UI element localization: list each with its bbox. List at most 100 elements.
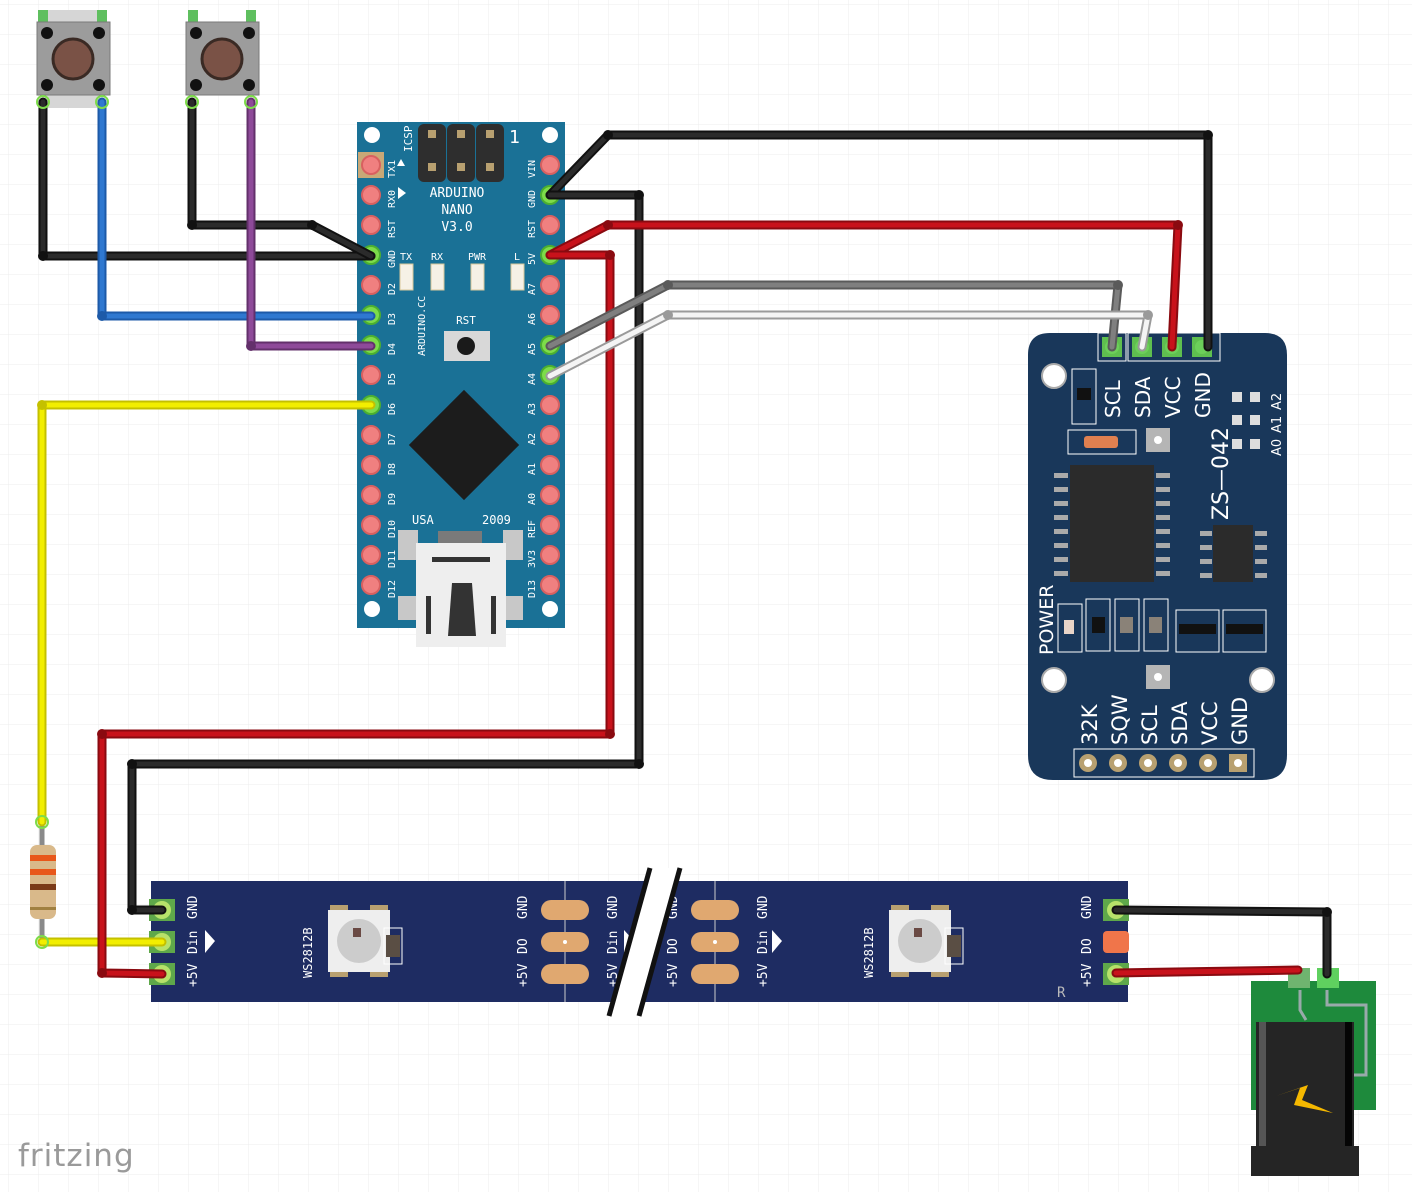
wire-endpoint[interactable]: [36, 95, 50, 109]
wire-5v-rtc[interactable]: [547, 222, 1181, 350]
nano-pin-label: D5: [387, 373, 398, 385]
nano-pin-d11[interactable]: [361, 545, 381, 565]
wire-bendpoint[interactable]: [127, 905, 137, 915]
nano-pin-a7[interactable]: [540, 275, 560, 295]
strip-do-pad: [1103, 931, 1129, 953]
nano-pin-a1[interactable]: [540, 455, 560, 475]
wire-bendpoint[interactable]: [1143, 310, 1153, 320]
nano-pin-rst[interactable]: [361, 215, 381, 235]
power-bolt-icon: [1276, 1085, 1333, 1113]
solder-pad: [541, 900, 589, 920]
nano-pin-rx0[interactable]: [361, 185, 381, 205]
wire-bendpoint[interactable]: [605, 250, 615, 260]
rtc-bottom-pin-sqw[interactable]: [1114, 759, 1122, 767]
nano-title-2: NANO: [441, 203, 472, 218]
reset-label: RST: [456, 314, 476, 327]
nano-title-3: V3.0: [441, 220, 472, 235]
nano-pin-vin[interactable]: [540, 155, 560, 175]
nano-pin-d10[interactable]: [361, 515, 381, 535]
nano-pin-d2[interactable]: [361, 275, 381, 295]
nano-pin-ref[interactable]: [540, 515, 560, 535]
nano-pin-label: GND: [527, 190, 538, 208]
mini-usb-connector[interactable]: [398, 530, 523, 647]
button-cap[interactable]: [200, 37, 244, 81]
wire-bendpoint[interactable]: [634, 759, 644, 769]
nano-pin-rst[interactable]: [540, 215, 560, 235]
nano-pin-label: GND: [387, 250, 398, 268]
wire-strip-5v-jack[interactable]: [1113, 967, 1301, 976]
nano-pin-a0[interactable]: [540, 485, 560, 505]
ws2812b-led-strip[interactable]: +5VDinGNDWS2812B+5VDOGND+5VDinGND+5VDOGN…: [149, 867, 1129, 1018]
rtc-bottom-pin-scl[interactable]: [1144, 759, 1152, 767]
rtc-bottom-pin-label: VCC: [1198, 701, 1222, 745]
wire-endpoint[interactable]: [35, 935, 49, 949]
data-direction-arrow-icon: [772, 930, 782, 953]
wire-endpoint[interactable]: [35, 815, 49, 829]
wire-bendpoint[interactable]: [663, 280, 673, 290]
nano-pin-d9[interactable]: [361, 485, 381, 505]
wire-endpoint[interactable]: [244, 95, 258, 109]
wire-bendpoint[interactable]: [246, 341, 256, 351]
rtc-address-label: A2: [1270, 393, 1285, 410]
nano-pin-d12[interactable]: [361, 575, 381, 595]
wire-bendpoint[interactable]: [1203, 130, 1213, 140]
nano-pin-3v3[interactable]: [540, 545, 560, 565]
rtc-bottom-pin-32k[interactable]: [1084, 759, 1092, 767]
wire-bendpoint[interactable]: [97, 311, 107, 321]
resistor[interactable]: [30, 822, 56, 942]
nano-pin-d7[interactable]: [361, 425, 381, 445]
nano-pin-label: D9: [387, 493, 398, 505]
strip-label-din: Din: [606, 931, 621, 954]
nano-pin-label: D11: [387, 550, 398, 568]
strip-label-gnd: GND: [1080, 895, 1095, 919]
wire-bendpoint[interactable]: [1322, 907, 1332, 917]
nano-pin-label: A1: [527, 463, 538, 475]
rtc-top-pin-label: SDA: [1131, 376, 1155, 418]
led-pwr: [470, 263, 485, 291]
reset-button[interactable]: [444, 331, 490, 361]
wire-endpoint[interactable]: [185, 95, 199, 109]
rtc-bottom-pin-vcc[interactable]: [1204, 759, 1212, 767]
nano-pin-tx1[interactable]: [361, 155, 381, 175]
wire-bendpoint[interactable]: [37, 400, 47, 410]
wire-bendpoint[interactable]: [127, 759, 137, 769]
nano-pin-d5[interactable]: [361, 365, 381, 385]
wire-bendpoint[interactable]: [97, 729, 107, 739]
wire-5v-strip[interactable]: [99, 252, 613, 977]
wire-bendpoint[interactable]: [38, 251, 48, 261]
nano-pin-d8[interactable]: [361, 455, 381, 475]
nano-pin-label: D12: [387, 580, 398, 598]
wire-bendpoint[interactable]: [663, 310, 673, 320]
country-label: USA: [412, 513, 434, 527]
wire-bendpoint[interactable]: [634, 190, 644, 200]
wire-gnd-rtc[interactable]: [547, 132, 1211, 350]
nano-pin-d13[interactable]: [540, 575, 560, 595]
pushbutton-1[interactable]: [36, 10, 111, 108]
wire-bendpoint[interactable]: [1173, 220, 1183, 230]
wire-bendpoint[interactable]: [603, 220, 613, 230]
wire-bendpoint[interactable]: [187, 220, 197, 230]
wire-bendpoint[interactable]: [605, 729, 615, 739]
wire-bendpoint[interactable]: [307, 220, 317, 230]
rtc-address-label: A0: [1270, 439, 1285, 456]
dc-barrel-jack[interactable]: [1251, 968, 1376, 1176]
icsp-header: [418, 124, 504, 182]
wire-bendpoint[interactable]: [603, 130, 613, 140]
rtc-bottom-pin-gnd[interactable]: [1234, 759, 1242, 767]
nano-pin-a3[interactable]: [540, 395, 560, 415]
button-cap[interactable]: [51, 37, 95, 81]
wire-a4-sda[interactable]: [547, 312, 1151, 379]
wire-bendpoint[interactable]: [1113, 280, 1123, 290]
strip-label-gnd: GND: [606, 895, 621, 919]
solder-pad: [691, 964, 739, 984]
wire-bendpoint[interactable]: [97, 968, 107, 978]
wire-endpoint[interactable]: [95, 95, 109, 109]
rtc-bottom-pin-sda[interactable]: [1174, 759, 1182, 767]
nano-pin-a2[interactable]: [540, 425, 560, 445]
strip-label-5v: +5V: [756, 963, 771, 987]
pushbutton-2[interactable]: [185, 10, 260, 96]
nano-pin-a6[interactable]: [540, 305, 560, 325]
